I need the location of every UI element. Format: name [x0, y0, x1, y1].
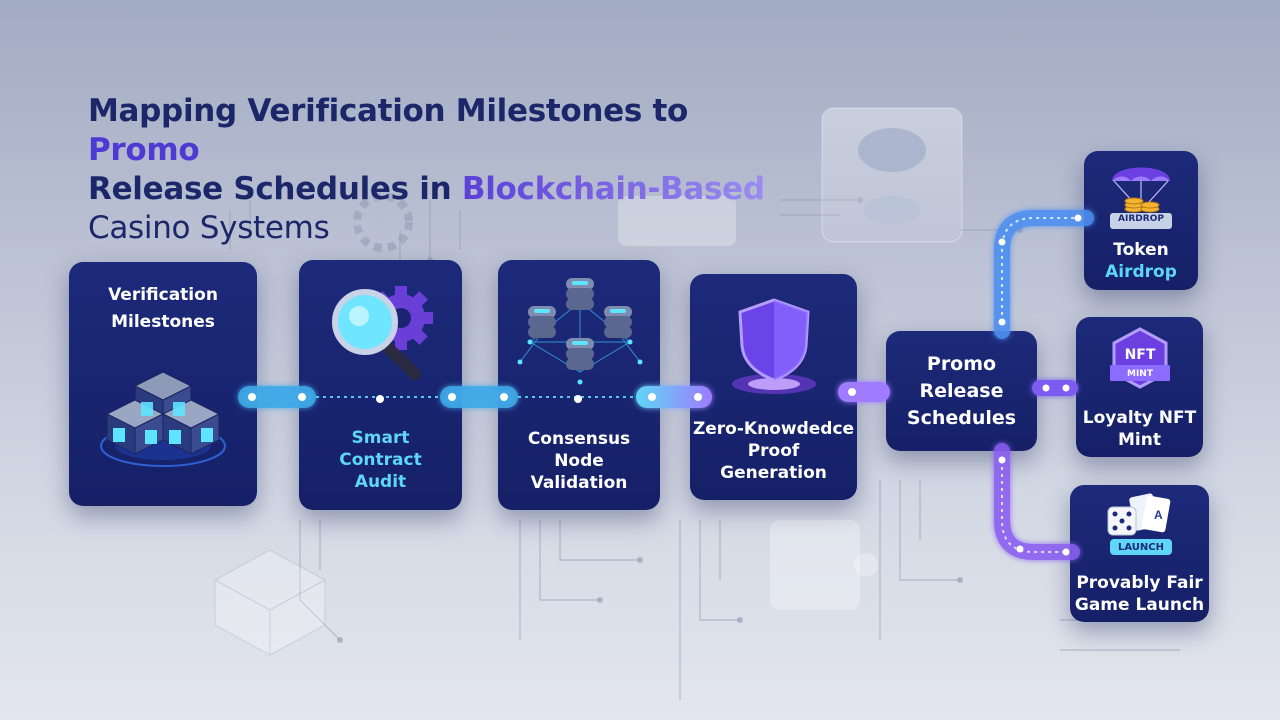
node-label: Airdrop [1105, 262, 1177, 282]
title-line3: Casino Systems [88, 210, 330, 246]
title-line2b: Blockchain-Based [461, 171, 765, 207]
node-label: Smart [351, 428, 410, 448]
cube-cluster-icon [100, 371, 226, 467]
node-label: Provably Fair [1076, 573, 1203, 593]
node-zero-knowledge-proof: Zero-Knowdedce Proof Generation [690, 274, 857, 500]
shield-icon [732, 298, 816, 394]
title-line2a: Release Schedules in [88, 171, 462, 207]
svg-text:A: A [1154, 508, 1163, 522]
node-promo-release-schedules: Promo Release Schedules [886, 331, 1037, 451]
parachute-coins-icon [1110, 167, 1172, 229]
node-verification-milestones: Verification Milestones [69, 262, 257, 506]
page-title: Mapping Verification Milestones to Promo… [88, 92, 808, 248]
node-label: Promo [926, 353, 997, 375]
magnifier-gear-icon [332, 286, 433, 380]
nft-badge-top: NFT [1124, 347, 1156, 363]
node-label: Schedules [906, 407, 1017, 429]
node-label: Audit [354, 472, 407, 492]
node-label: Release [919, 380, 1004, 402]
node-label: Proof [747, 441, 800, 461]
node-loyalty-nft-mint: NFT MINT Loyalty NFT Mint [1076, 317, 1203, 457]
title-line1b: Promo [88, 132, 200, 168]
node-smart-contract-audit: Smart Contract Audit [299, 260, 462, 510]
node-label: Validation [530, 473, 628, 493]
node-token-airdrop: AIRDROP Token Airdrop [1084, 151, 1198, 290]
node-label: Verification [108, 285, 218, 305]
node-label: Loyalty NFT [1082, 408, 1197, 428]
node-provably-fair-launch: A LAUNCH Provably Fair Game Launch [1070, 485, 1209, 622]
node-label: Contract [339, 450, 422, 470]
node-consensus-validation: Consensus Node Validation [498, 260, 660, 510]
nft-badge-bottom: MINT [1127, 369, 1153, 379]
node-label: Token [1113, 240, 1169, 260]
node-label: Node [554, 451, 604, 471]
server-network-icon [517, 278, 643, 385]
node-label: Game Launch [1074, 595, 1205, 615]
node-label: Consensus [527, 429, 631, 449]
dice-cards-icon: A [1107, 493, 1172, 555]
node-label: Zero-Knowdedce [692, 419, 855, 439]
launch-badge: LAUNCH [1117, 542, 1164, 553]
node-label: Mint [1118, 430, 1161, 450]
node-label: Milestones [111, 312, 215, 332]
nft-badge-icon [1110, 327, 1170, 389]
title-line1a: Mapping Verification Milestones to [88, 93, 689, 129]
node-label: Generation [720, 463, 827, 483]
airdrop-badge: AIRDROP [1118, 214, 1164, 224]
